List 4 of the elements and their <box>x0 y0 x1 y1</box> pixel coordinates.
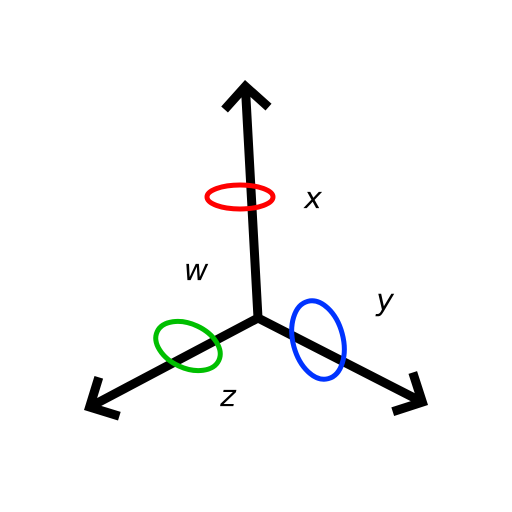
axis-label: y <box>375 294 394 316</box>
axis-label: w <box>186 264 208 280</box>
axis-label: x <box>303 192 322 208</box>
axis-label: z <box>220 390 236 406</box>
